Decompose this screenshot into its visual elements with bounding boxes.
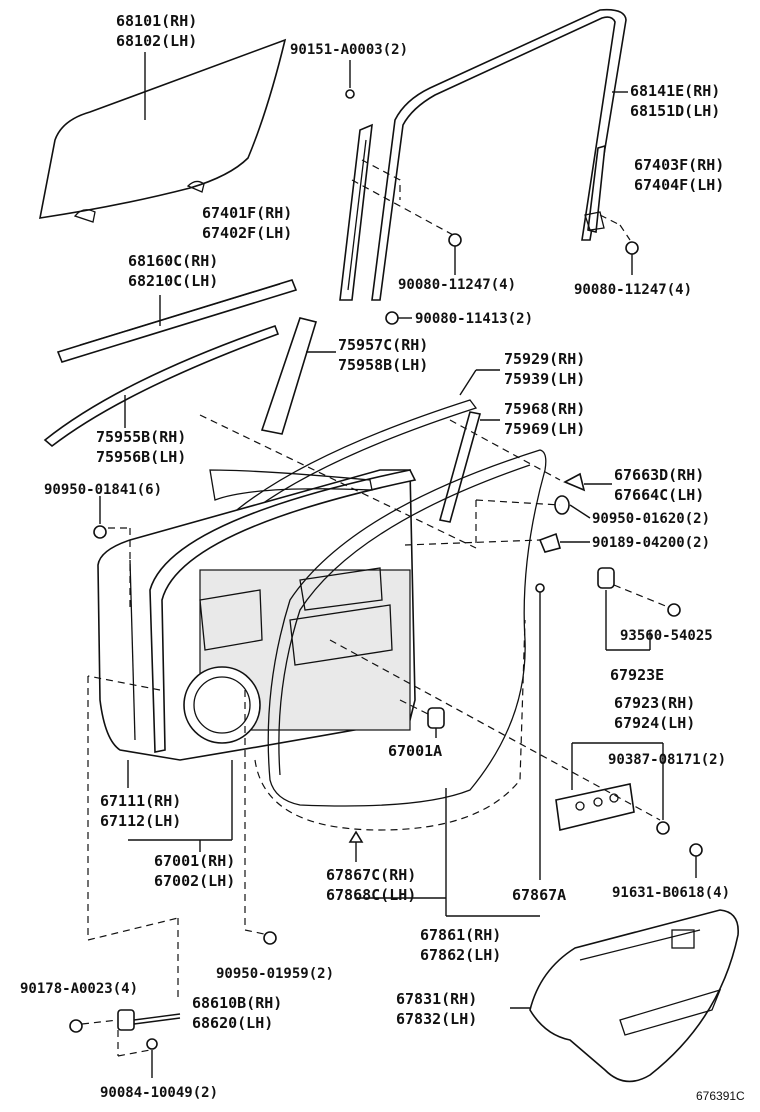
label-67403f: 67403F(RH) [634, 156, 724, 174]
label-75957c: 75957C(RH) [338, 336, 428, 354]
label-67401f: 67401F(RH) [202, 204, 292, 222]
diagram-id: 676391C [696, 1089, 745, 1103]
label-75958b: 75958B(LH) [338, 356, 428, 374]
label-75929: 75929(RH) [504, 350, 585, 368]
leaders-lower-left [87, 675, 540, 1002]
clip-67867c [348, 830, 364, 862]
label-90950-01841: 90950-01841(6) [44, 482, 162, 498]
clip-90950-01841 [93, 496, 131, 610]
label-67923: 67923(RH) [614, 694, 695, 712]
label-90387: 90387-08171(2) [608, 752, 726, 768]
label-67404f: 67404F(LH) [634, 176, 724, 194]
label-90080-a: 90080-11247(4) [398, 277, 516, 293]
run-channel-rear [584, 144, 631, 241]
stopper-67001a [427, 707, 445, 738]
label-90950-01959: 90950-01959(2) [216, 966, 334, 982]
window-frame [371, 8, 628, 301]
part-labels: 68101(RH) 68102(LH) 90151-A0003(2) 68141… [20, 12, 745, 1103]
label-67861: 67861(RH) [420, 926, 501, 944]
label-75955b: 75955B(RH) [96, 428, 186, 446]
stopper-67923e [597, 567, 681, 651]
run-channel-front [339, 123, 456, 301]
label-68160c: 68160C(RH) [128, 252, 218, 270]
label-67663d: 67663D(RH) [614, 466, 704, 484]
label-90151: 90151-A0003(2) [290, 42, 408, 58]
label-68151d: 68151D(LH) [630, 102, 720, 120]
screw-90189 [538, 532, 590, 553]
label-90950-01620: 90950-01620(2) [592, 511, 710, 527]
door-opening-weatherstrip [254, 449, 547, 831]
label-68210c: 68210C(LH) [128, 272, 218, 290]
bolt-90080-b [625, 241, 639, 275]
label-67832: 67832(LH) [396, 1010, 477, 1028]
pillar-garnish [260, 317, 336, 435]
label-90189: 90189-04200(2) [592, 535, 710, 551]
label-68610b: 68610B(RH) [192, 994, 282, 1012]
label-67664c: 67664C(LH) [614, 486, 704, 504]
reference-dashes [199, 414, 661, 821]
label-68141e: 68141E(RH) [630, 82, 720, 100]
label-75939: 75939(LH) [504, 370, 585, 388]
bolt-90080-a [448, 233, 462, 275]
clip-90950-01620 [554, 495, 591, 519]
label-68102: 68102(LH) [116, 32, 197, 50]
label-67924: 67924(LH) [614, 714, 695, 732]
label-67923e: 67923E [610, 666, 664, 684]
outer-weatherstrip [43, 324, 280, 448]
screw-90151 [345, 60, 355, 99]
label-67402f: 67402F(LH) [202, 224, 292, 242]
label-67868c: 67868C(LH) [326, 886, 416, 904]
door-trim-panel [510, 909, 739, 1083]
label-90178: 90178-A0023(4) [20, 981, 138, 997]
label-67862: 67862(LH) [420, 946, 501, 964]
door-glass [39, 38, 287, 223]
label-75969: 75969(LH) [504, 420, 585, 438]
label-67111: 67111(RH) [100, 792, 181, 810]
label-75956b: 75956B(LH) [96, 448, 186, 466]
clip-67663d [563, 472, 612, 492]
bolt-90080-c [385, 311, 412, 325]
label-67002: 67002(LH) [154, 872, 235, 890]
label-90080-b: 90080-11247(4) [574, 282, 692, 298]
label-67867a: 67867A [512, 886, 566, 904]
belt-moulding [56, 279, 298, 363]
label-67001: 67001(RH) [154, 852, 235, 870]
door-check [69, 1009, 181, 1078]
label-67112: 67112(LH) [100, 812, 181, 830]
label-93560: 93560-54025 [620, 628, 713, 644]
label-91631: 91631-B0618(4) [612, 885, 730, 901]
clip-67867a [535, 583, 545, 880]
label-75968: 75968(RH) [504, 400, 585, 418]
label-90084: 90084-10049(2) [100, 1085, 218, 1101]
label-90080-c: 90080-11413(2) [415, 311, 533, 327]
label-67001a: 67001A [388, 742, 442, 760]
door-shell [97, 469, 417, 761]
label-67831: 67831(RH) [396, 990, 477, 1008]
label-68620: 68620(LH) [192, 1014, 273, 1032]
label-67867c: 67867C(RH) [326, 866, 416, 884]
label-68101: 68101(RH) [116, 12, 197, 30]
